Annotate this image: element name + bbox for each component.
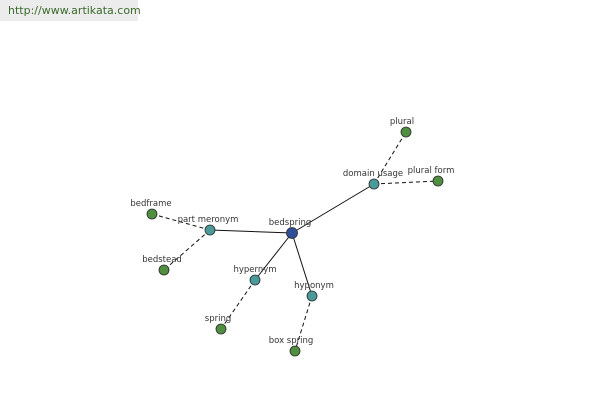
label-hyponym: hyponym [294,281,334,291]
label-bedstead: bedstead [142,255,182,265]
node-spring[interactable] [215,323,227,335]
edge-hyponym-box-spring [294,295,313,352]
label-part-meronym: part meronym [178,215,239,225]
label-domain-usage: domain usage [343,169,403,179]
node-bedframe[interactable] [146,208,158,220]
label-box-spring: box spring [269,336,314,346]
label-plural: plural [390,117,414,127]
label-spring: spring [205,314,231,324]
node-plural[interactable] [400,126,412,138]
node-hypernym[interactable] [249,274,261,286]
node-domain-usage[interactable] [368,178,380,190]
edge-domain-usage-plural [373,131,407,185]
label-bedframe: bedframe [130,199,171,209]
edge-center-hyponym [291,232,313,297]
edge-hypernym-spring [220,279,256,330]
edge-part-meronym-bedstead [163,229,211,271]
node-part-meronym[interactable] [204,224,216,236]
node-bedspring[interactable] [286,227,298,239]
url-watermark[interactable]: http://www.artikata.com [0,0,141,21]
edge-center-domain-usage [291,183,375,234]
node-bedstead[interactable] [158,264,170,276]
label-hypernym: hypernym [233,265,276,275]
edge-center-part-meronym [209,229,293,234]
edge-part-meronym-bedframe [151,213,211,231]
label-plural-form: plural form [408,166,455,176]
edge-center-hypernym [254,232,293,281]
node-plural-form[interactable] [432,175,444,187]
node-box-spring[interactable] [289,345,301,357]
node-hyponym[interactable] [306,290,318,302]
label-bedspring: bedspring [269,218,311,228]
edge-domain-usage-plural-form [373,180,439,185]
